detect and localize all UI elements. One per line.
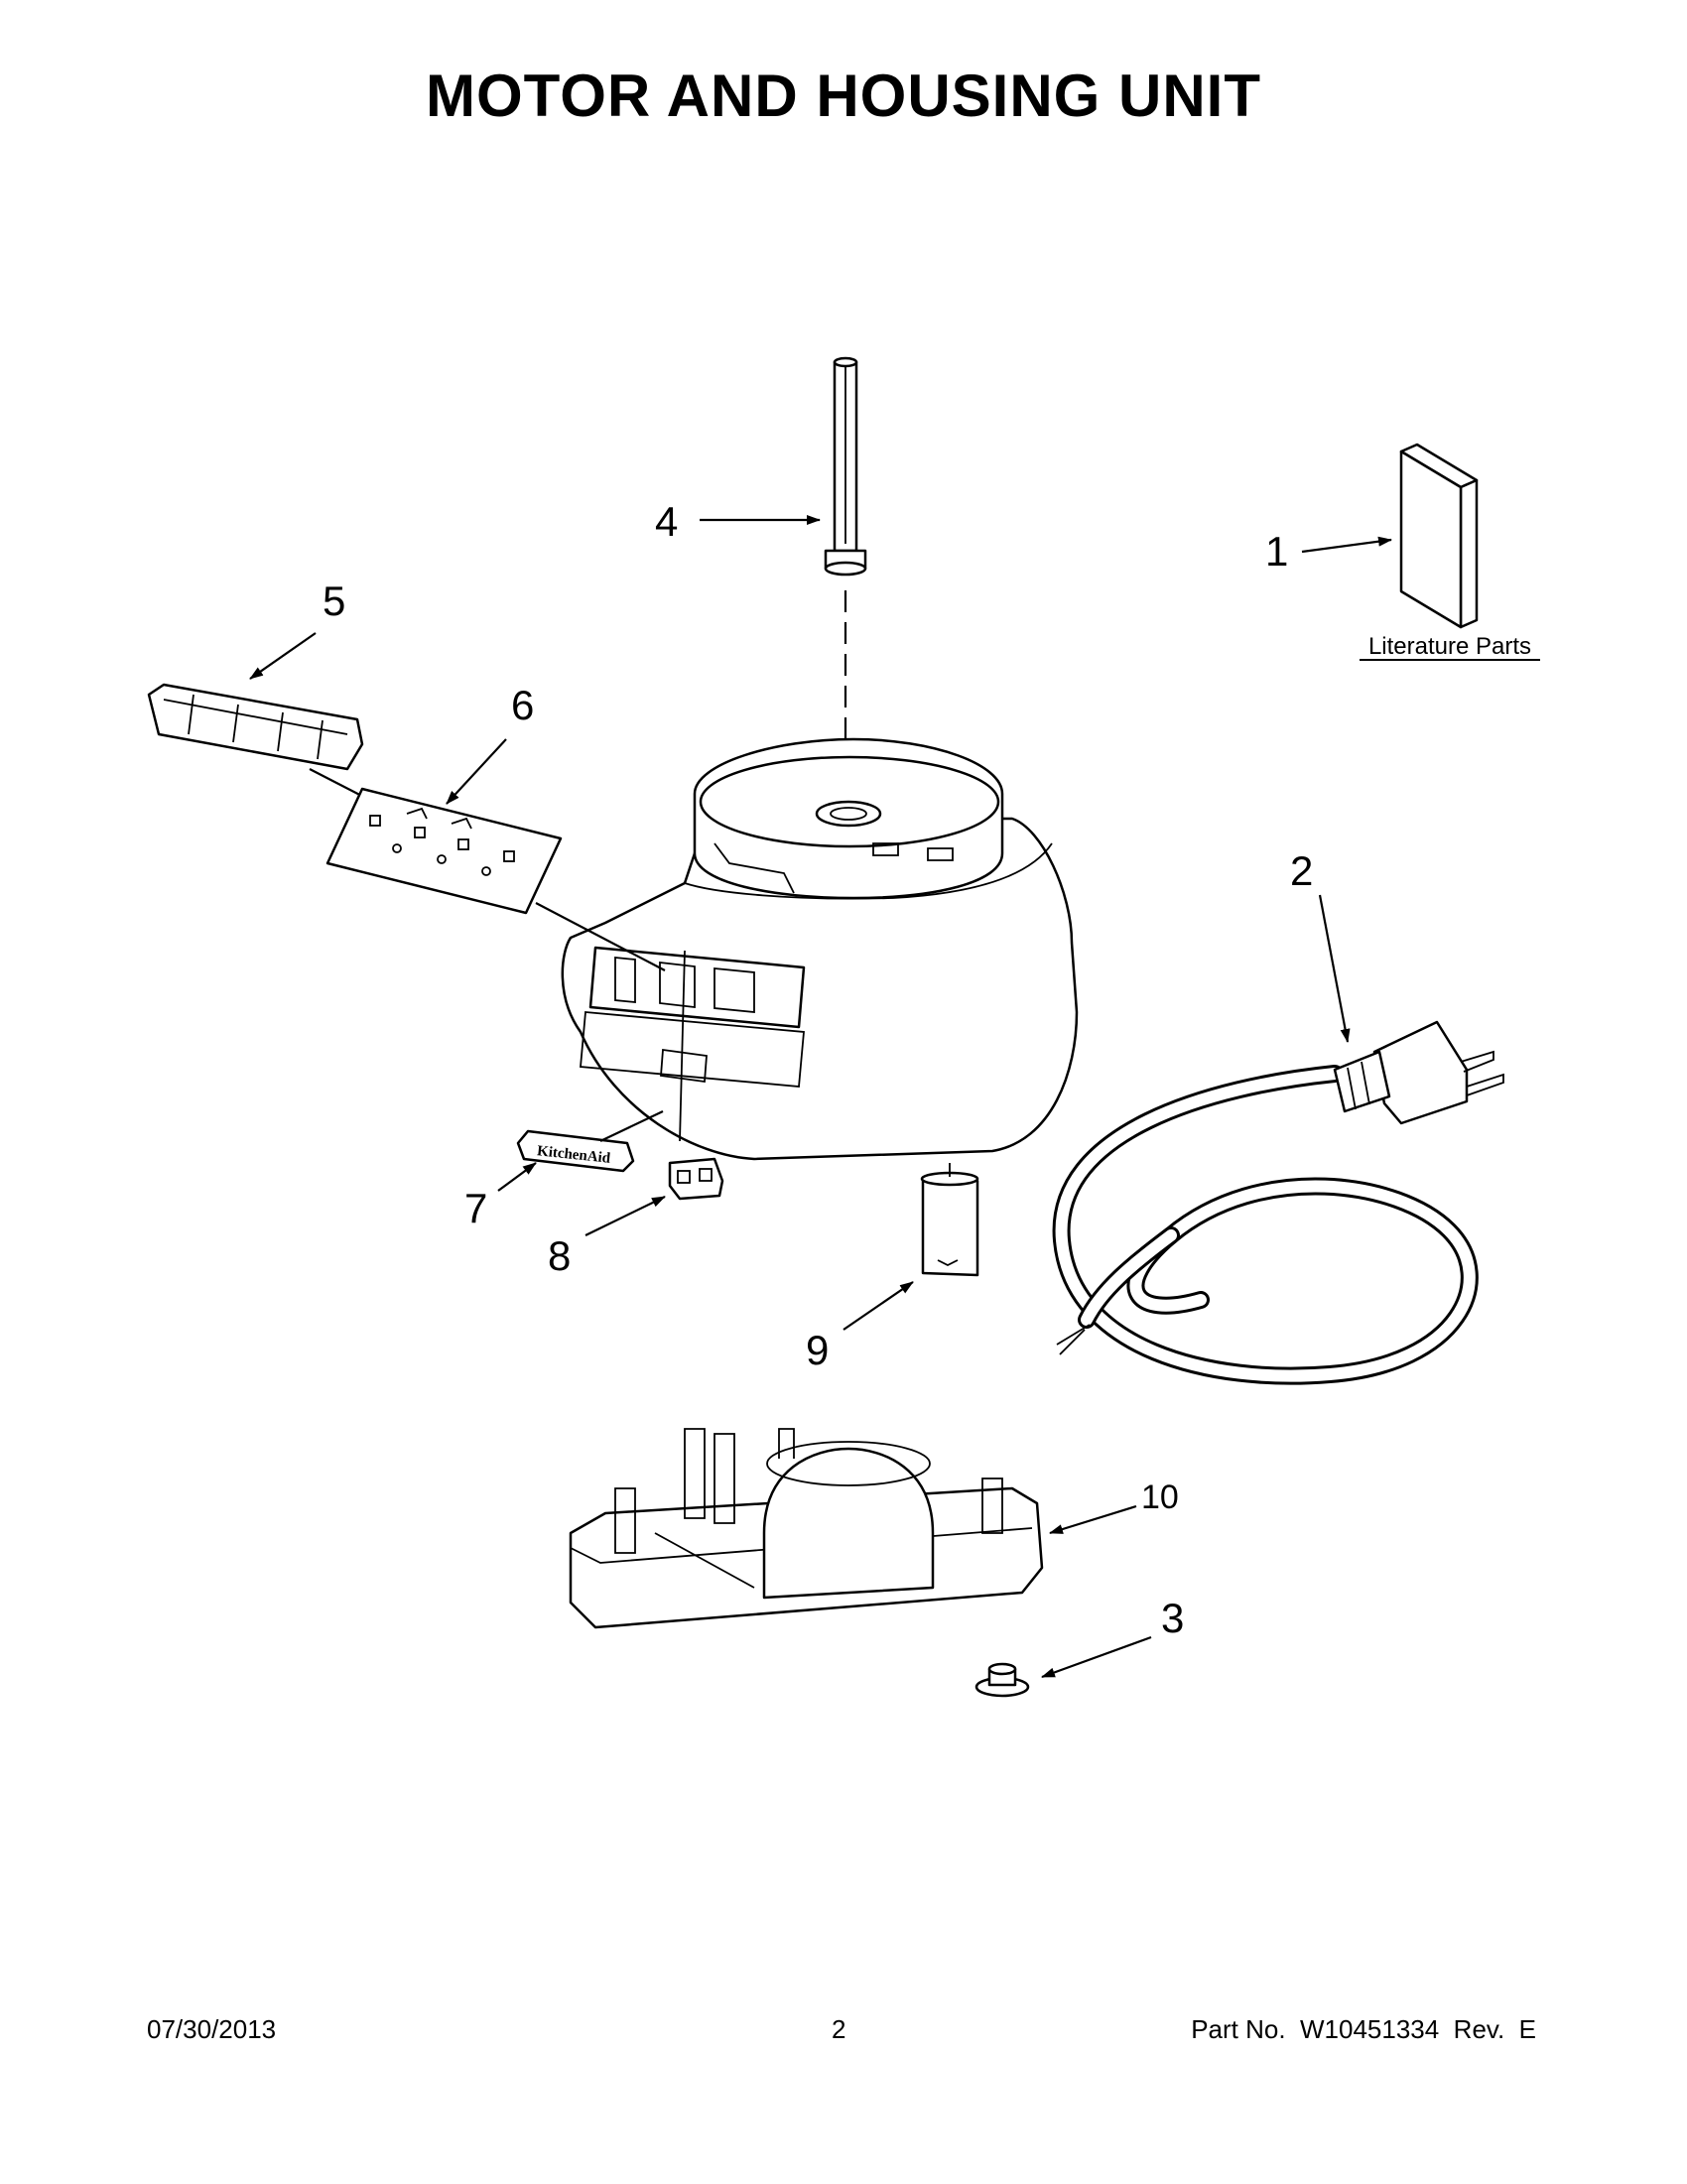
switch-button-cover: [147, 683, 364, 771]
leader-1: [1301, 536, 1392, 554]
callout-4: 4: [655, 498, 678, 545]
rubber-foot: [974, 1662, 1030, 1698]
literature-parts-label: Literature Parts: [1368, 633, 1531, 660]
leader-5: [249, 632, 317, 680]
leader-9: [843, 1281, 914, 1331]
kitchenaid-badge: KitchenAid: [516, 1129, 635, 1173]
switch-circuit-board: [325, 787, 563, 915]
motor-brush: [920, 1163, 979, 1277]
callout-1: 1: [1265, 528, 1288, 575]
page-title: MOTOR AND HOUSING UNIT: [426, 63, 1261, 129]
badge-to-housing-line: [599, 1110, 664, 1142]
footer-part-number: Part No. W10451334 Rev. E: [1191, 2014, 1536, 2044]
callout-9: 9: [806, 1327, 829, 1373]
badge-text: KitchenAid: [536, 1143, 611, 1167]
footer-date: 07/30/2013: [147, 2014, 277, 2044]
power-cord: [1052, 1020, 1504, 1385]
wire-connector: [668, 1157, 724, 1201]
motor-housing: [561, 737, 1079, 1161]
callout-7: 7: [464, 1185, 487, 1231]
leader-8: [584, 1196, 666, 1236]
leader-3: [1041, 1635, 1152, 1679]
callout-5: 5: [323, 578, 345, 624]
literature-booklet: Literature Parts: [1360, 443, 1540, 661]
leader-2: [1318, 894, 1351, 1043]
leader-7: [497, 1162, 537, 1192]
footer-page-number: 2: [832, 2014, 846, 2044]
callout-2: 2: [1290, 847, 1313, 894]
callout-8: 8: [548, 1232, 571, 1279]
leader-6: [446, 738, 507, 805]
callout-3: 3: [1161, 1595, 1184, 1641]
base-housing: [569, 1428, 1044, 1629]
leader-10: [1049, 1504, 1137, 1535]
callout-6: 6: [511, 682, 534, 728]
board-to-housing-line: [535, 902, 666, 971]
drive-shaft: [824, 356, 867, 577]
callout-10: 10: [1141, 1478, 1179, 1516]
